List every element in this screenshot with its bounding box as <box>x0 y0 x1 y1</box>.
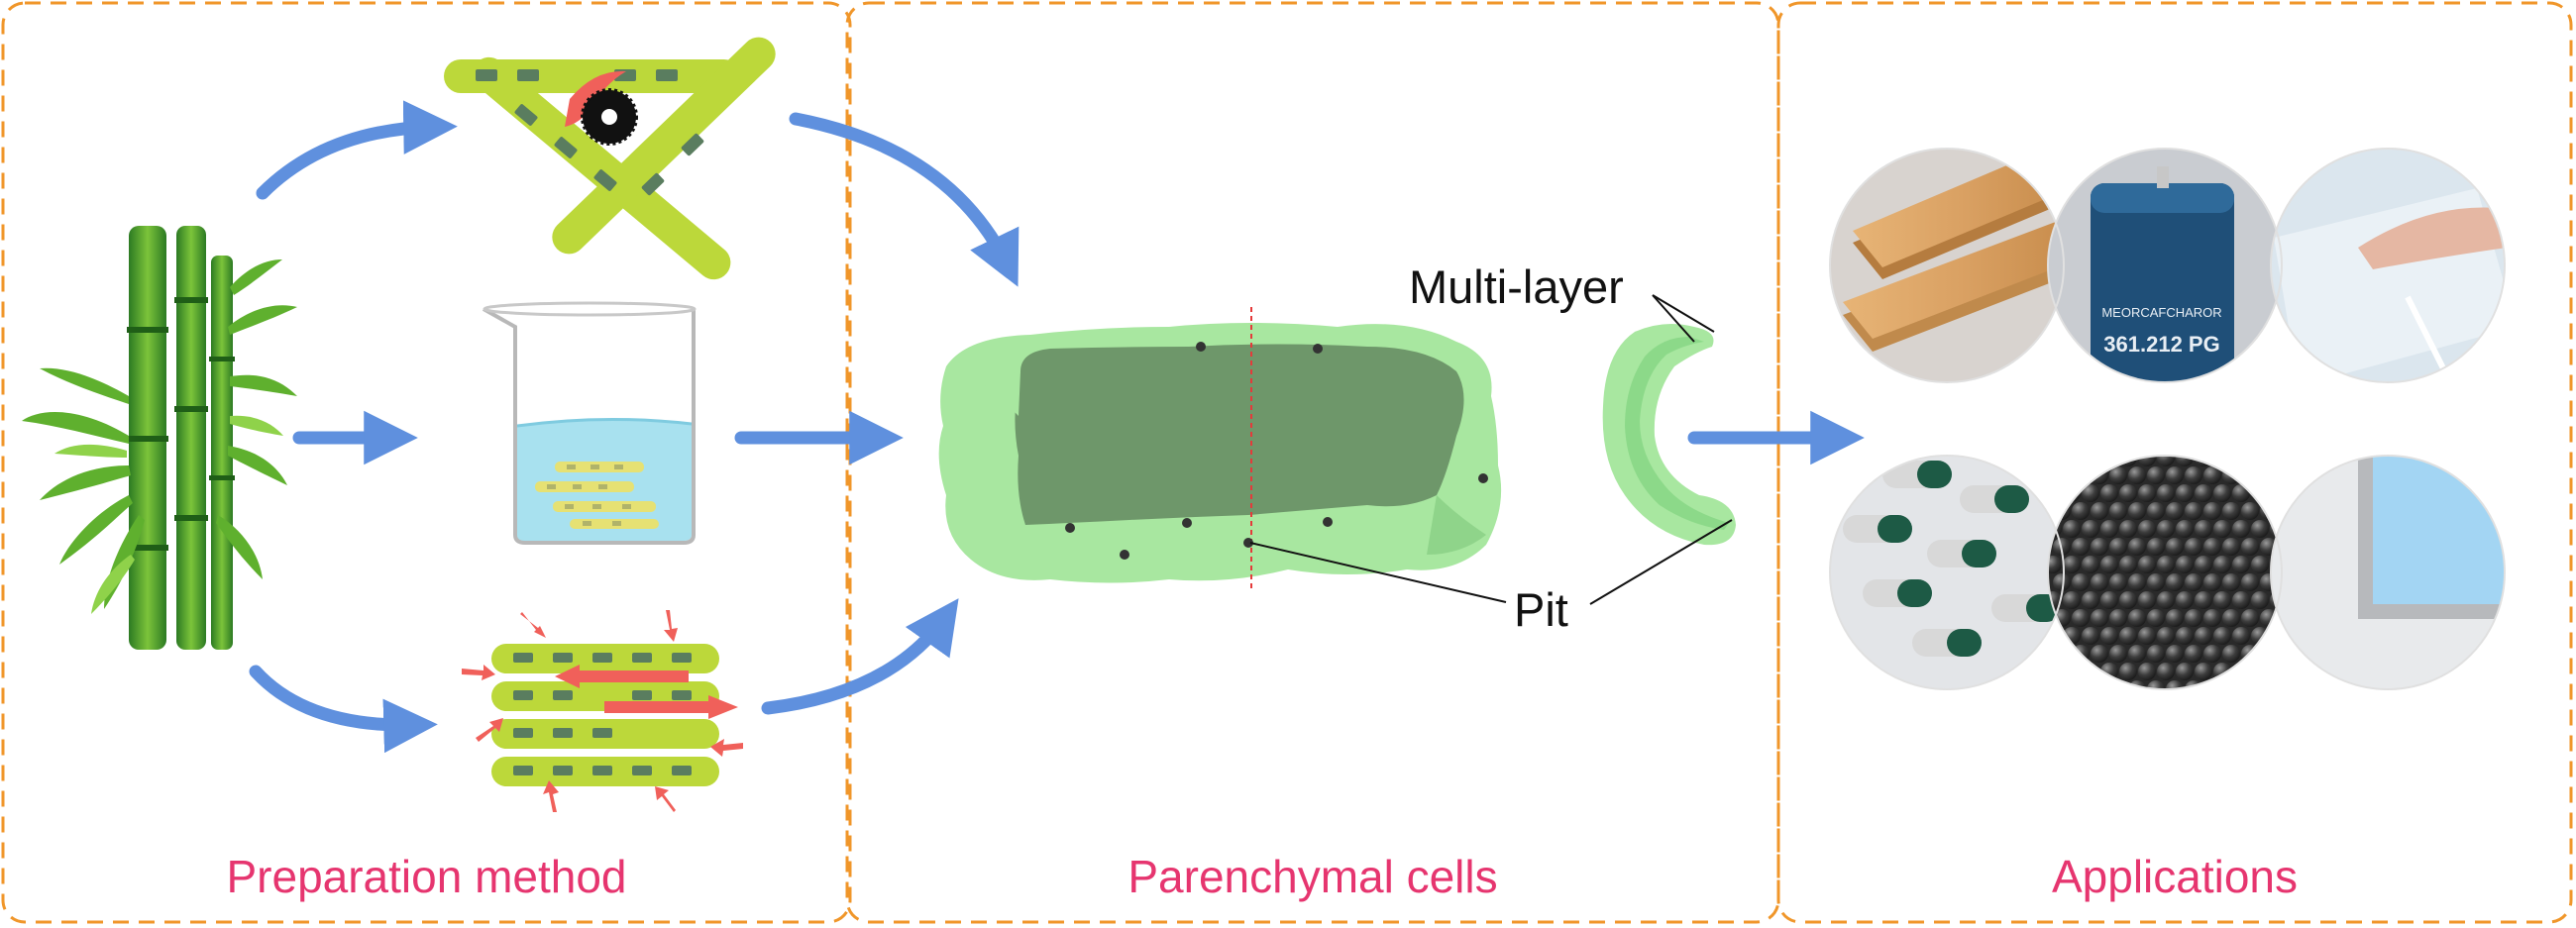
application-coating <box>2271 456 2505 689</box>
panel-title-applications: Applications <box>2051 851 2299 902</box>
leader-lines <box>1249 294 1733 605</box>
pressing-method-illustration <box>462 610 743 812</box>
application-capsules <box>1830 456 2064 689</box>
panel-border-applications <box>1776 1 2573 924</box>
application-wood-panels <box>1830 149 2064 382</box>
panel-border-parenchymal <box>845 1 1780 924</box>
capacitor-text-line1: MEORCAFCHAROR <box>2101 305 2221 320</box>
pit-label: Pit <box>1514 583 1568 636</box>
multilayer-wall-illustration <box>1602 323 1736 546</box>
arrow-cutting-to-cell <box>789 112 1020 287</box>
application-transparent-film <box>2271 149 2505 382</box>
panel-title-parenchymal: Parenchymal cells <box>1127 851 1498 902</box>
application-circle-outlines <box>1829 148 2506 690</box>
application-capacitor: MEORCAFCHAROR 361.212 PG <box>2048 149 2282 382</box>
capacitor-text-line2: 361.212 PG <box>2103 332 2219 357</box>
process-arrows <box>249 100 1865 754</box>
cutting-method-illustration <box>444 37 776 280</box>
soaking-method-illustration <box>483 301 697 545</box>
bamboo-illustration <box>22 226 297 650</box>
arrow-pressing-to-cell <box>761 598 959 715</box>
arrow-bamboo-to-cutting <box>256 100 458 200</box>
panel-title-preparation: Preparation method <box>226 851 627 902</box>
parenchymal-cell-illustration <box>938 307 1502 592</box>
multilayer-label: Multi-layer <box>1409 260 1624 313</box>
application-carbon-spheres <box>2048 456 2282 689</box>
arrow-bamboo-to-pressing <box>249 665 438 754</box>
